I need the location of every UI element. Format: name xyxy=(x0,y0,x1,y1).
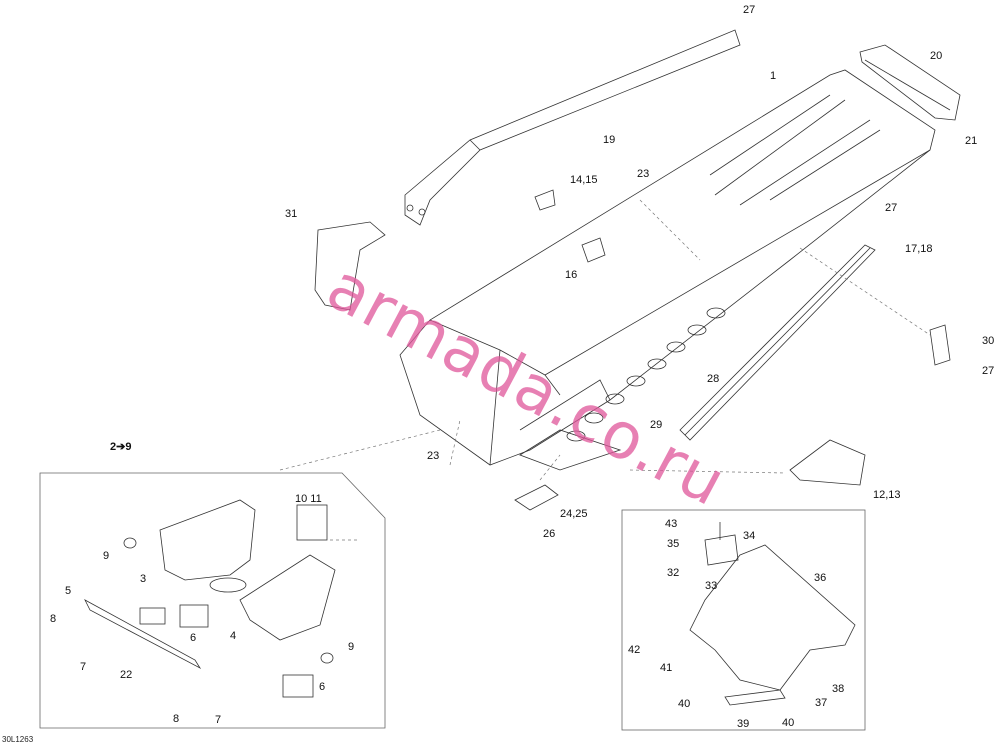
callout-9: 9 xyxy=(103,550,110,562)
callout-29: 29 xyxy=(650,419,663,431)
callout-40: 40 xyxy=(782,717,795,729)
callout-8: 8 xyxy=(173,713,180,725)
callout-6: 6 xyxy=(319,681,326,693)
rear-bumper-part xyxy=(859,44,961,121)
callout-31: 31 xyxy=(285,208,298,220)
callout-41: 41 xyxy=(660,662,673,674)
inset-heading: 2➔9 xyxy=(110,441,132,453)
callout-21: 21 xyxy=(965,135,978,147)
inset-frame-32-43 xyxy=(621,509,866,731)
hinge-part xyxy=(581,237,606,263)
callout-24-25: 24,25 xyxy=(560,508,588,520)
callout-17-18: 17,18 xyxy=(905,243,933,255)
callout-20: 20 xyxy=(930,50,943,62)
callout-30: 30 xyxy=(982,335,995,347)
callout-35: 35 xyxy=(667,538,680,550)
callout-33: 33 xyxy=(705,580,718,592)
callout-26: 26 xyxy=(543,528,556,540)
callout-42: 42 xyxy=(628,644,641,656)
callout-38: 38 xyxy=(832,683,845,695)
callout-1: 1 xyxy=(770,70,777,82)
support-part xyxy=(514,484,559,511)
callout-36: 36 xyxy=(814,572,827,584)
footrest-part xyxy=(789,439,866,486)
callout-10-11: 10 11 xyxy=(295,493,322,505)
top-cover-part xyxy=(404,29,741,226)
callout-22: 22 xyxy=(120,669,133,681)
callout-14-15: 14,15 xyxy=(570,174,598,186)
callout-23: 23 xyxy=(427,450,440,462)
callout-8: 8 xyxy=(50,613,57,625)
callout-9: 9 xyxy=(348,641,355,653)
callout-3: 3 xyxy=(140,573,147,585)
tunnel-part xyxy=(399,69,936,471)
callout-12-13: 12,13 xyxy=(873,489,901,501)
callout-27: 27 xyxy=(885,202,898,214)
inset-frame-2-9 xyxy=(39,472,386,729)
side-bracket-part xyxy=(314,221,386,311)
callout-6: 6 xyxy=(190,632,197,644)
steering-parts xyxy=(689,522,856,706)
inset-parts xyxy=(84,499,336,698)
callout-37: 37 xyxy=(815,697,828,709)
callout-7: 7 xyxy=(80,661,87,673)
callout-40: 40 xyxy=(678,698,691,710)
callout-39: 39 xyxy=(737,718,750,730)
callout-16: 16 xyxy=(565,269,578,281)
callout-7: 7 xyxy=(215,714,222,726)
drawing-code: 30L1263 xyxy=(2,735,34,744)
running-board-part xyxy=(679,244,876,441)
rear-bracket-part xyxy=(929,324,951,366)
callout-27: 27 xyxy=(743,4,756,16)
callout-19: 19 xyxy=(603,134,616,146)
callout-27: 27 xyxy=(982,365,995,377)
callout-23: 23 xyxy=(637,168,650,180)
callout-32: 32 xyxy=(667,567,680,579)
callout-4: 4 xyxy=(230,630,237,642)
hinge-part xyxy=(534,189,556,211)
callout-5: 5 xyxy=(65,585,72,597)
callout-43: 43 xyxy=(665,518,678,530)
callout-28: 28 xyxy=(707,373,720,385)
callout-34: 34 xyxy=(743,530,756,542)
